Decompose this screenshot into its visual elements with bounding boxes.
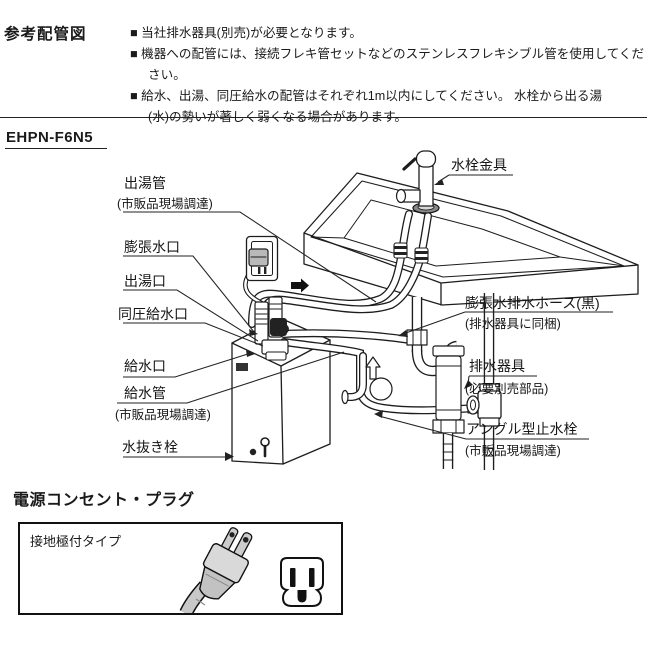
model-number: EHPN-F6N5 <box>5 129 107 149</box>
pipe-connection-cluster <box>254 296 289 361</box>
label-expansion-hose: 膨張水排水ホース(黒) <box>465 295 600 311</box>
power-section-title: 電源コンセント・プラグ <box>13 492 195 509</box>
diagram-labels: 出湯管 (市販品現場調達) 膨張水口 出湯口 同圧給水口 給水口 給水管 (市販… <box>115 157 600 458</box>
label-expansion-hose-note: (排水器具に同梱) <box>465 317 561 331</box>
label-water-inlet: 給水口 <box>124 358 166 374</box>
valve-handle <box>466 395 480 415</box>
flow-arrow-right-icon <box>291 278 309 293</box>
page-title: 参考配管図 <box>4 26 87 43</box>
power-plug-box: 接地極付タイプ <box>18 522 343 615</box>
label-drain-plug: 水抜き栓 <box>122 439 178 455</box>
label-faucet: 水栓金具 <box>451 157 507 173</box>
note-item: ■ 当社排水器具(別売)が必要となります。 <box>130 26 362 40</box>
plug-outlet-figure <box>179 527 324 613</box>
wall-outlet <box>245 235 279 282</box>
horizontal-divider <box>0 117 647 118</box>
outlet-figure <box>280 557 324 607</box>
angle-stop-valve <box>466 293 502 470</box>
wall-elbow-fitting <box>341 352 393 405</box>
supply-pipe <box>280 338 480 415</box>
leader-lines <box>117 174 613 461</box>
label-supply-pipe-note: (市販品現場調達) <box>115 407 211 422</box>
label-hot-water-pipe-note: (市販品現場調達) <box>117 196 213 211</box>
label-expansion-port: 膨張水口 <box>124 239 180 255</box>
check-valve-fitting <box>393 242 408 259</box>
check-valve-fitting <box>414 247 429 264</box>
outlet-ground-slot <box>297 590 307 603</box>
label-same-pressure-inlet: 同圧給水口 <box>118 306 188 322</box>
plug-type-label: 接地極付タイプ <box>30 534 122 549</box>
label-hot-water-outlet: 出湯口 <box>124 273 166 289</box>
drain-trap <box>406 297 465 469</box>
outlet-slot <box>290 568 296 587</box>
note-item: ■ 機器への配管には、接続フレキ管セットなどのステンレスフレキシブル管を使用して… <box>130 47 645 82</box>
label-angle-valve: アングル型止水栓 <box>466 421 577 437</box>
sink <box>303 172 639 306</box>
label-angle-valve-note: (市販品現場調達) <box>465 443 561 458</box>
label-drain-fixture: 排水器具 <box>469 358 525 374</box>
power-plug-figure <box>199 527 253 600</box>
flow-arrow-up-icon <box>365 356 381 380</box>
expansion-hose <box>280 329 414 344</box>
outlet-slot <box>309 568 315 587</box>
label-hot-water-pipe: 出湯管 <box>124 175 166 191</box>
faucet-figure <box>395 150 440 214</box>
unit-logo-badge <box>236 363 248 371</box>
faucet-lever <box>402 157 417 171</box>
label-drain-fixture-note: (必要別売部品) <box>465 381 548 396</box>
label-supply-pipe: 給水管 <box>124 385 166 401</box>
drain-plug-figure <box>249 437 270 458</box>
